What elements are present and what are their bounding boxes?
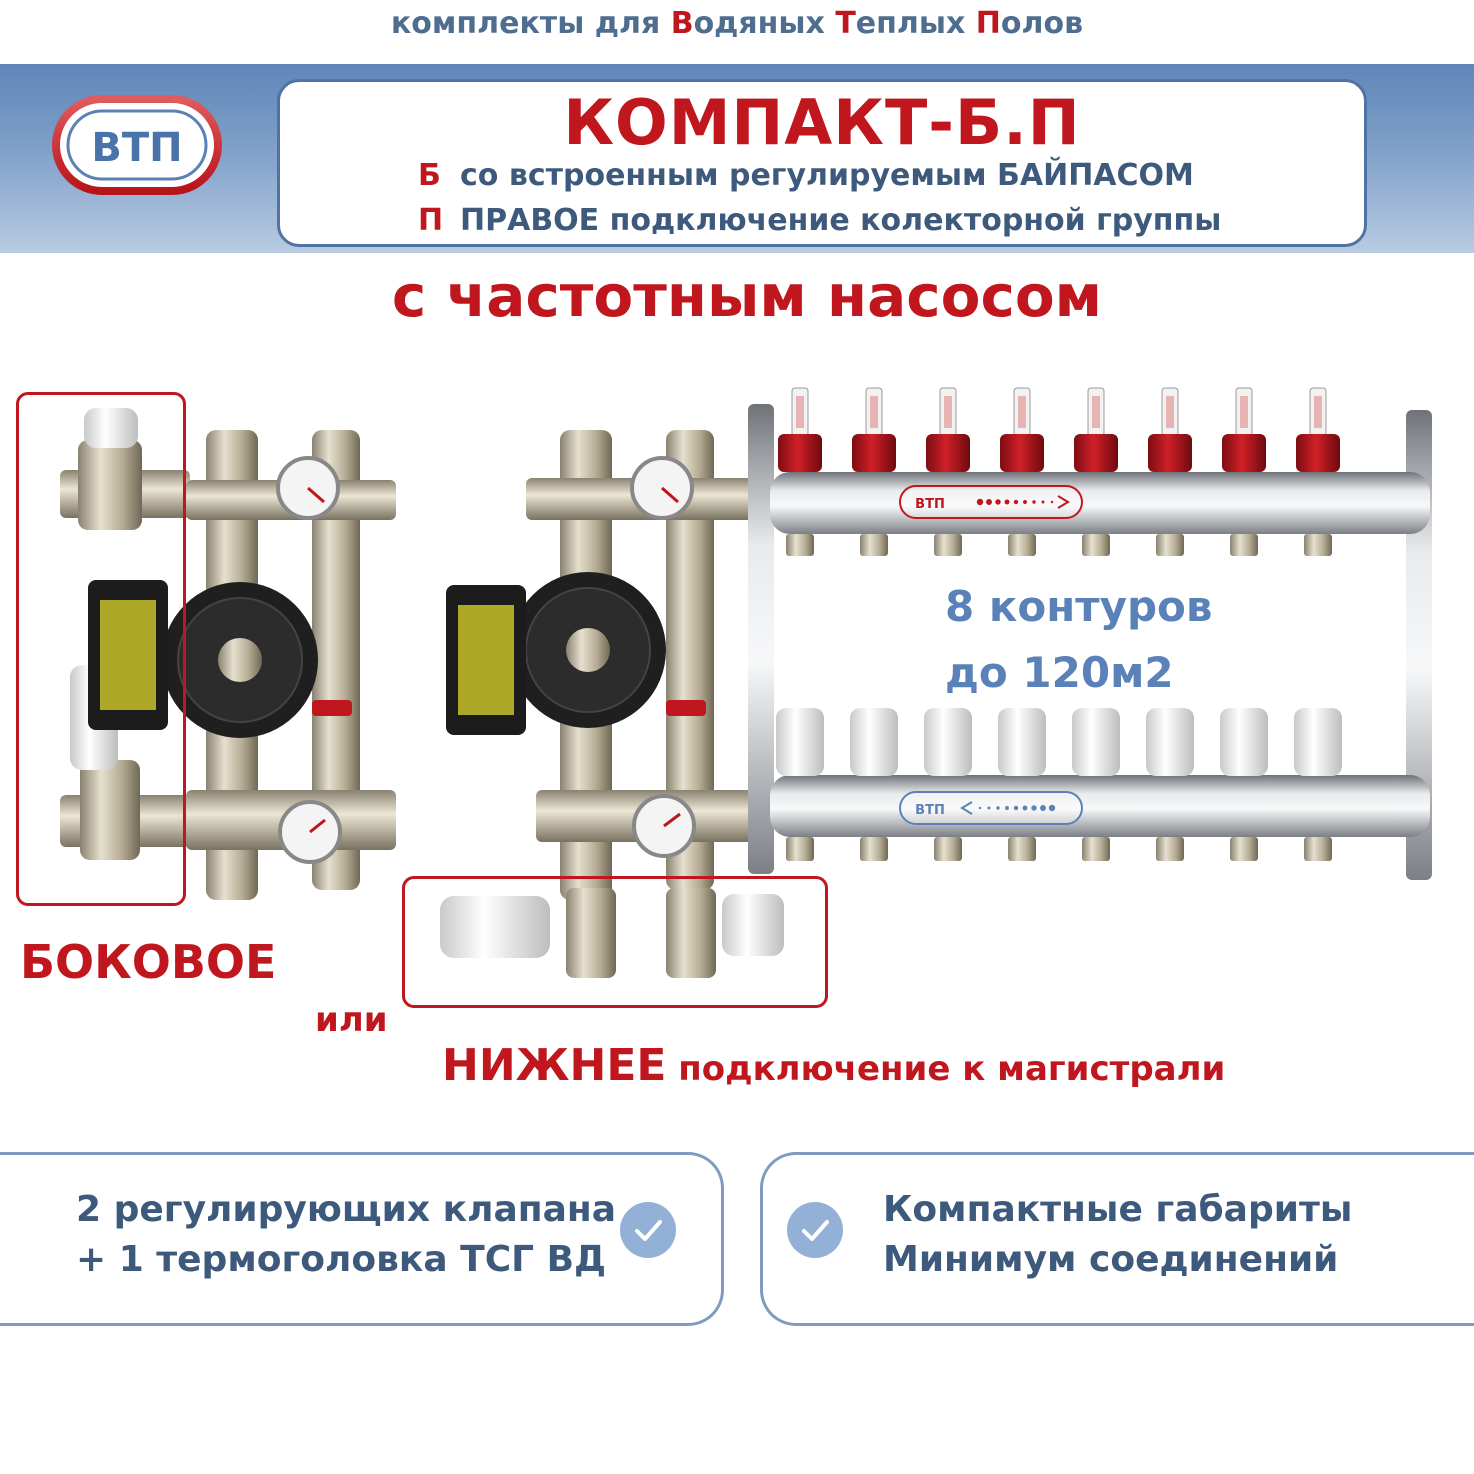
outlet-fitting-top <box>1230 534 1258 556</box>
pump-heading: с частотным насосом <box>391 262 1103 330</box>
bottom-connection-frame <box>402 876 828 1008</box>
outlet-fitting-top <box>934 534 962 556</box>
flowmeter-cap <box>1148 434 1192 472</box>
arrow-right-icon <box>1057 495 1070 509</box>
label-side-connection: БОКОВОЕ <box>20 935 277 989</box>
check-icon <box>620 1202 676 1258</box>
flowmeter-scale <box>1314 396 1322 428</box>
flowmeter-scale <box>1166 396 1174 428</box>
flow-dot <box>1004 499 1010 505</box>
flow-dot <box>1050 500 1054 504</box>
flow-dot <box>1013 499 1019 505</box>
title-box <box>277 79 1367 247</box>
pump-group-right <box>446 430 756 900</box>
outlet-fitting-top <box>1008 534 1036 556</box>
flow-dot <box>1005 806 1009 810</box>
outlet-fitting-top <box>786 534 814 556</box>
outlet-fitting-top <box>1304 534 1332 556</box>
valve-cap <box>1146 708 1194 776</box>
outlet-fitting-top <box>1156 534 1184 556</box>
feature-card-compact <box>760 1152 1474 1326</box>
outlet-fitting-bottom <box>1082 837 1110 861</box>
flow-dot <box>1022 805 1028 811</box>
flow-dot <box>995 499 1001 505</box>
check-icon <box>787 1202 843 1258</box>
flow-dot <box>1031 805 1037 811</box>
valve-cap <box>1220 708 1268 776</box>
flowmeter-scale <box>1092 396 1100 428</box>
flow-dot <box>987 806 991 810</box>
valve-cap <box>1072 708 1120 776</box>
svg-text:ВТП: ВТП <box>91 125 182 171</box>
heated-area: до 120м2 <box>945 648 1174 697</box>
flowmeter-cap <box>1000 434 1044 472</box>
flowmeter-cap <box>926 434 970 472</box>
flowmeter-scale <box>944 396 952 428</box>
outlet-fitting-bottom <box>1304 837 1332 861</box>
feature-valves-text: 2 регулирующих клапана + 1 термоголовка … <box>76 1189 617 1280</box>
manifold: ВТП ВТП <box>748 387 1432 880</box>
svg-text:ВТП: ВТП <box>915 803 945 818</box>
arrow-left-icon <box>960 801 973 815</box>
flow-dot <box>1041 500 1045 504</box>
pump-group-left <box>88 430 396 900</box>
flow-dot <box>986 499 992 505</box>
outlet-fitting-bottom <box>1230 837 1258 861</box>
feature-compact-text: Компактные габариты Минимум соединений <box>883 1189 1353 1280</box>
side-connection-frame <box>16 392 186 906</box>
outlet-fitting-top <box>860 534 888 556</box>
flow-dot <box>1013 805 1019 811</box>
brand-logo: ВТП <box>52 95 222 195</box>
flowmeter-cap <box>1222 434 1266 472</box>
label-bottom-connection: НИЖНЕЕ подключение к магистрали <box>442 1040 1226 1091</box>
valve-cap <box>850 708 898 776</box>
product-illustration: ВТП ВТП <box>60 387 1432 978</box>
outlet-fitting-bottom <box>1156 837 1184 861</box>
feature-card-valves <box>0 1152 724 1326</box>
flowmeter-scale <box>1018 396 1026 428</box>
flowmeter-cap <box>778 434 822 472</box>
circuits-count: 8 контуров <box>945 582 1213 631</box>
flowmeter-cap <box>1074 434 1118 472</box>
outlet-fitting-bottom <box>934 837 962 861</box>
flow-dot <box>1048 804 1056 812</box>
outlet-fitting-bottom <box>860 837 888 861</box>
circuits-info: 8 контуров до 120м2 <box>945 574 1212 706</box>
flow-dot <box>1032 500 1036 504</box>
product-title: КОМПАКТ-Б.П <box>563 86 1081 159</box>
valve-cap <box>924 708 972 776</box>
flowmeter-cap <box>1296 434 1340 472</box>
flowmeter-scale <box>870 396 878 428</box>
label-or: или <box>315 1000 388 1040</box>
bottom-connection-valves <box>440 888 784 978</box>
valve-cap <box>1294 708 1342 776</box>
flow-dot <box>976 498 984 506</box>
outlet-fitting-bottom <box>786 837 814 861</box>
valve-cap <box>776 708 824 776</box>
outlet-fitting-bottom <box>1008 837 1036 861</box>
svg-text:ВТП: ВТП <box>915 497 945 512</box>
flow-dot <box>1040 805 1046 811</box>
flow-dot <box>978 806 982 810</box>
outlet-fitting-top <box>1082 534 1110 556</box>
tagline: комплекты для Водяных Теплых Полов <box>390 6 1084 41</box>
flow-dot <box>996 806 1000 810</box>
flowmeter-scale <box>1240 396 1248 428</box>
flowmeter-cap <box>852 434 896 472</box>
flowmeter-scale <box>796 396 804 428</box>
valve-cap <box>998 708 1046 776</box>
flow-dot <box>1023 500 1027 504</box>
